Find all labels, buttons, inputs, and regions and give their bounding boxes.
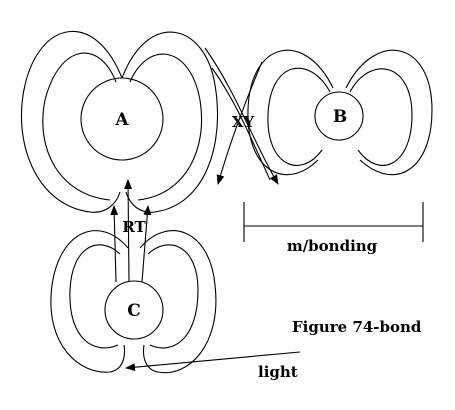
node-label-c: C (127, 301, 141, 321)
body-c-outer-lobe-right (139, 230, 217, 374)
body-a-inner-lobe-left (42, 52, 117, 201)
body-c-inner-lobe-right (147, 244, 199, 349)
body-c: C (50, 230, 217, 374)
rt-arrow-left (110, 205, 119, 283)
xy-line-b-to-a (216, 61, 263, 185)
body-c-inner-lobe-left (69, 244, 121, 349)
node-label-b: B (333, 107, 347, 127)
body-b-outer-lobe-left (247, 49, 334, 176)
body-a-outer-lobe-right (121, 31, 218, 213)
bonding-label: m/bonding (287, 237, 378, 255)
body-c-outer-lobe-left (50, 230, 129, 373)
body-b-outer-lobe-right (345, 49, 433, 176)
body-b-inner-lobe-right (349, 68, 413, 166)
rt-arrows: RT (110, 179, 152, 283)
xy-label: XY (232, 113, 255, 131)
body-b: B (247, 49, 433, 176)
light-arrow-group: light (125, 351, 301, 381)
body-a-core-circle (80, 77, 164, 161)
xy-line-a-to-b-2 (211, 67, 271, 181)
body-a: A (21, 31, 218, 213)
body-b-core-circle (314, 91, 364, 141)
figure-caption: Figure 74-bond (292, 318, 422, 336)
xy-line-a-to-b (204, 47, 279, 185)
rt-arrow-center (124, 179, 133, 283)
rt-label: RT (122, 218, 146, 236)
body-c-core-circle (104, 280, 164, 340)
body-a-inner-lobe-right (129, 53, 203, 201)
xy-crossing-lines: XY (204, 47, 279, 185)
rt-arrow-right (141, 205, 152, 283)
body-a-outer-lobe-left (21, 31, 123, 213)
body-b-inner-lobe-left (267, 67, 331, 166)
light-arrow (125, 351, 301, 372)
bonding-dimension: m/bonding (243, 202, 424, 255)
node-label-a: A (114, 110, 129, 130)
light-label: light (258, 363, 298, 381)
